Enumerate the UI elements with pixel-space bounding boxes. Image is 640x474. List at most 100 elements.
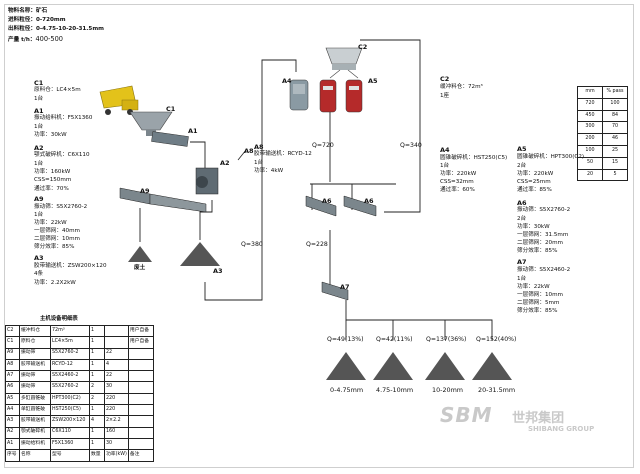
table-cell: 30 [104, 437, 129, 451]
table-cell: 1 [89, 336, 105, 349]
spec-line: 二层筛网：10mm [34, 236, 80, 242]
table-cell: 备注 [127, 449, 154, 462]
table-cell: A6 [5, 381, 20, 394]
table-cell [127, 415, 154, 428]
table-cell: 1 [89, 358, 105, 372]
label-a1: A1 [188, 127, 198, 135]
spec-code: A7 [517, 258, 527, 266]
table-cell: 220 [104, 404, 129, 417]
product-flow-2: Q=42(11%) [376, 336, 413, 343]
spec-code: A3 [34, 254, 44, 262]
spec-line: 1台 [34, 212, 44, 218]
product-flow-3: Q=137(36%) [426, 336, 467, 343]
table-cell: 序号 [5, 449, 20, 462]
product-flow-4: Q=152(40%) [476, 336, 517, 343]
a9-screen-icon [119, 187, 207, 213]
a4-cone-crusher-icon [289, 79, 309, 111]
table-cell: 46 [602, 133, 628, 146]
spec-line: 1台 [440, 163, 450, 169]
spec-line: 二层筛网：5mm [517, 300, 560, 306]
table-cell: 单缸圆锥破 [19, 404, 51, 417]
table-cell: A1 [5, 437, 20, 451]
table-cell: 160 [104, 426, 129, 439]
table-cell: 450 [577, 109, 603, 123]
spec-line: 胶带输送机：ZSW200×120 [34, 263, 107, 269]
table-cell: 振动筛 [19, 347, 51, 360]
header-capacity-label: 产量 t/h： [8, 37, 36, 43]
product-pile-icon [373, 352, 413, 380]
table-cell [127, 347, 154, 360]
flow-q340: Q=340 [400, 142, 422, 149]
product-pile-icon [472, 352, 512, 380]
product-size-4: 20-31.5mm [478, 386, 516, 394]
table-cell: 2 [89, 392, 105, 406]
a2-to-a9-line [200, 200, 213, 213]
spec-line: 功率：2.2X2kW [34, 280, 76, 286]
table-cell: F5X1360 [50, 437, 90, 451]
table-row: 序号名称型号数量功率(kW)备注 [5, 449, 154, 462]
label-a4: A4 [282, 77, 292, 85]
watermark-cn: 世邦集团 [512, 411, 565, 426]
spec-line: 功率：220kW [440, 171, 477, 177]
table-cell: 50 [577, 156, 603, 170]
table-cell: 颚式破碎机 [19, 426, 51, 439]
a1-feeder-icon [151, 131, 189, 147]
c1-hopper-icon [129, 111, 173, 136]
connecting-lines [139, 39, 493, 340]
product-size-3: 10-20mm [432, 386, 464, 394]
spec-line: 1台 [254, 160, 264, 166]
spec-line: 圆锥破碎机：HST250(C5) [440, 155, 508, 161]
spec-code: A5 [517, 145, 527, 153]
table-cell: 30 [104, 381, 129, 394]
spec-line: 功率：160kW [34, 169, 71, 175]
spec-code: C2 [440, 75, 450, 83]
table-cell: A4 [5, 404, 20, 417]
table-cell: 1 [89, 370, 105, 383]
product-size-1: 0-4.75mm [330, 386, 364, 394]
spec-line: CSS=150mm [34, 177, 72, 183]
table-cell: 5 [602, 168, 628, 182]
table-cell: A9 [5, 347, 20, 360]
spec-line: 一层筛网：31.5mm [517, 232, 569, 238]
table-cell: 型号 [50, 449, 90, 462]
table-cell: 720 [577, 97, 603, 111]
table-cell: S5X2760-2 [50, 381, 90, 394]
table-cell: A2 [5, 426, 20, 439]
spec-line: 一层筛网：10mm [517, 292, 563, 298]
table-cell: 胶带输送机 [19, 358, 51, 372]
table-cell: C1 [5, 336, 20, 349]
spec-line: 功率：220kW [517, 171, 554, 177]
label-a3: A3 [213, 267, 223, 275]
table-cell: 用户自备 [127, 324, 154, 338]
spec-line: 1台 [34, 161, 44, 167]
table-cell: 1 [89, 437, 105, 451]
spec-line: 振动筛：S5X2760-2 [34, 204, 88, 210]
spec-line: CSS=32mm [440, 179, 474, 185]
a3-pile-icon [180, 242, 220, 266]
table-cell: S5X2760-2 [50, 347, 90, 360]
stockpiles [128, 242, 512, 380]
label-c2: C2 [358, 43, 368, 51]
table-cell: 振动筛 [19, 370, 51, 383]
table-cell: 20 [577, 168, 603, 182]
table-header: % pass [602, 86, 628, 99]
spec-code: A6 [517, 199, 527, 207]
table-cell [127, 370, 154, 383]
table-cell: 振动筛 [19, 381, 51, 394]
table-cell: C6X110 [50, 426, 90, 439]
spec-line: 缓冲料仓：72m³ [440, 84, 483, 90]
table-cell: C2 [5, 324, 20, 338]
table-cell: 100 [577, 144, 603, 158]
table-cell [127, 381, 154, 394]
table-cell [127, 404, 154, 417]
table-cell: A7 [5, 370, 20, 383]
spec-line: 功率：22kW [517, 284, 550, 290]
table-cell [127, 426, 154, 439]
spec-code: A1 [34, 107, 44, 115]
label-a5: A5 [368, 77, 378, 85]
